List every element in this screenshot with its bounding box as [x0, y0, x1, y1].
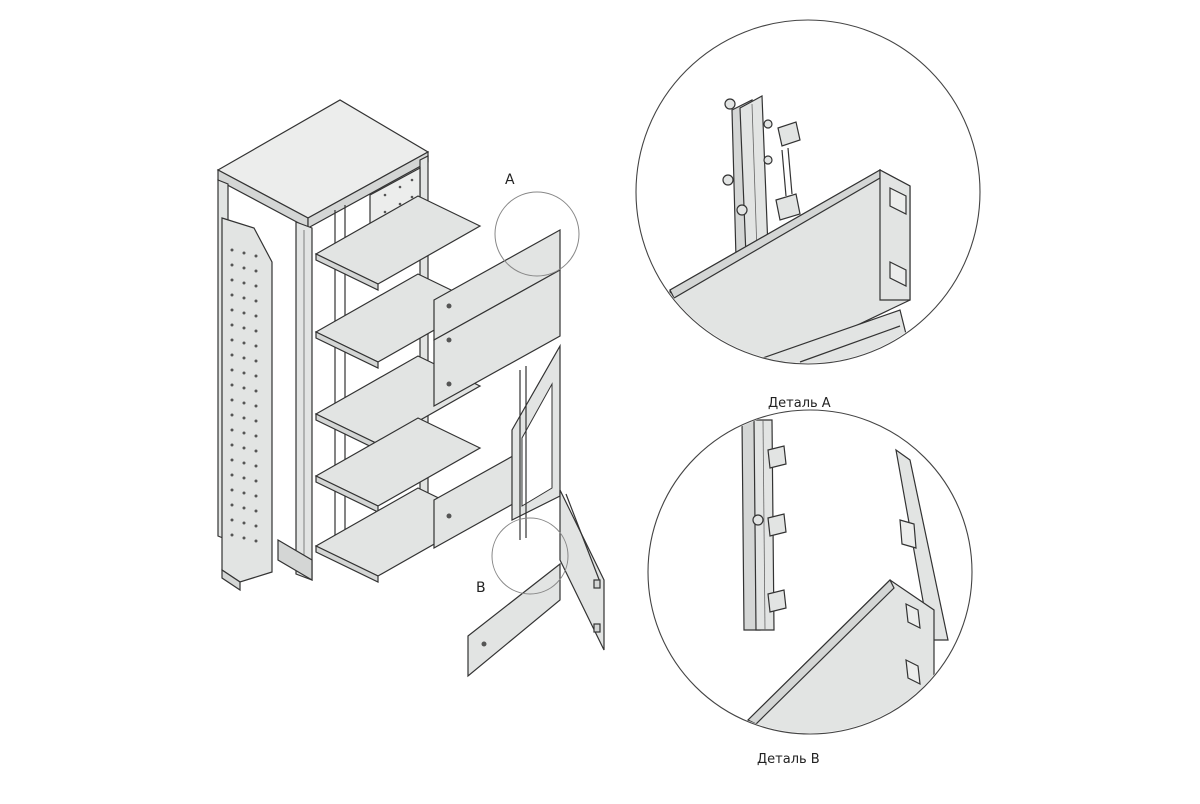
perforation-hole — [230, 248, 234, 252]
callout-label-b: B — [476, 580, 486, 596]
perforation-hole — [230, 533, 234, 537]
perforation-hole — [254, 284, 258, 288]
perforation-hole — [230, 503, 234, 507]
perforation-hole — [254, 359, 258, 363]
perforation-hole — [254, 299, 258, 303]
perforation-hole — [242, 266, 246, 270]
perforation-hole — [242, 326, 246, 330]
perforation-hole — [242, 431, 246, 435]
perforation-hole — [254, 494, 258, 498]
perforation-hole — [254, 434, 258, 438]
lower-doors — [467, 489, 605, 678]
perforation-hole — [242, 401, 246, 405]
perforation-hole — [254, 389, 258, 393]
perforation-hole — [242, 446, 246, 450]
perforation-hole — [254, 344, 258, 348]
perforation-hole — [242, 536, 246, 540]
perforation-hole — [254, 254, 258, 258]
perforation-hole — [242, 356, 246, 360]
callout-circle-b — [491, 517, 569, 595]
perforation-hole — [242, 416, 246, 420]
side-panel — [221, 217, 273, 592]
perforation-hole — [254, 479, 258, 483]
perforation-hole — [242, 386, 246, 390]
perforation-hole — [230, 338, 234, 342]
perforation-hole — [230, 473, 234, 477]
perforation-hole — [242, 311, 246, 315]
perforation-hole — [254, 314, 258, 318]
perforation-hole — [230, 278, 234, 282]
perforation-hole — [242, 281, 246, 285]
perforation-hole — [254, 509, 258, 513]
perforation-hole — [254, 419, 258, 423]
perforation-hole — [254, 329, 258, 333]
perforation-hole — [230, 368, 234, 372]
perforation-hole — [230, 323, 234, 327]
perforation-hole — [230, 443, 234, 447]
back-holes — [383, 178, 414, 214]
perforation-hole — [242, 491, 246, 495]
perforation-hole — [254, 524, 258, 528]
detail-b-view — [647, 409, 973, 735]
perforation-hole — [230, 383, 234, 387]
detail-a-view — [635, 19, 981, 365]
perforation-hole — [254, 404, 258, 408]
perforation-hole — [230, 458, 234, 462]
callout-circle-a — [494, 191, 580, 277]
open-frame — [511, 343, 561, 540]
perforation-hole — [242, 341, 246, 345]
perforation-hole — [242, 476, 246, 480]
perforation-hole — [254, 269, 258, 273]
perforation-hole — [230, 263, 234, 267]
perforation-hole — [230, 398, 234, 402]
front-panels — [433, 228, 561, 550]
perforation-hole — [230, 293, 234, 297]
perforation-hole — [230, 518, 234, 522]
perforation-hole — [242, 371, 246, 375]
perforation-hole — [242, 506, 246, 510]
perforation-hole — [242, 296, 246, 300]
perforation-hole — [230, 413, 234, 417]
perforation-hole — [254, 539, 258, 543]
callout-label-a: A — [505, 172, 515, 188]
perforation-hole — [230, 308, 234, 312]
perforation-hole — [242, 461, 246, 465]
perforation-hole — [254, 374, 258, 378]
perforation-hole — [230, 488, 234, 492]
perforation-hole — [254, 464, 258, 468]
perforation-hole — [242, 251, 246, 255]
perforation-hole — [230, 353, 234, 357]
perforation-hole — [242, 521, 246, 525]
detail-a-caption: Деталь A — [768, 396, 831, 411]
detail-b-caption: Деталь B — [757, 752, 820, 767]
perforation-hole — [254, 449, 258, 453]
perforation-hole — [230, 428, 234, 432]
